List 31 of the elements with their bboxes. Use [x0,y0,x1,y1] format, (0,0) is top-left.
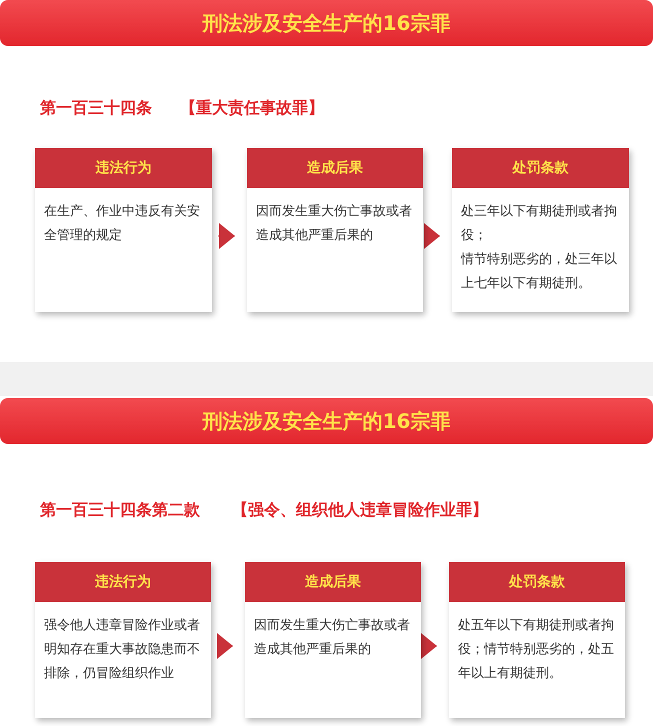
banner-title: 刑法涉及安全生产的16宗罪 [202,408,450,434]
card-text: 处三年以下有期徒刑或者拘役； [461,203,618,245]
card-text: 因而发生重大伤亡事故或者造成其他严重后果的 [254,617,411,659]
info-card [449,562,625,718]
card-text: 强令他人违章冒险作业或者明知存在重大事故隐患而不排除，仍冒险组织作业 [44,617,201,683]
crime-name: 【重大责任事故罪】 [180,98,324,119]
card-text: 处五年以下有期徒刑或者拘役；情节特别恶劣的，处五年以上有期徒刑。 [458,617,615,683]
card-header: 造成后果 [245,562,421,602]
arrow [424,223,440,249]
title-banner [0,398,653,444]
card-text: 在生产、作业中违反有关安全管理的规定 [44,203,201,245]
arrow [218,223,236,249]
info-card [245,562,421,718]
info-card [35,148,212,312]
article-number: 第一百三十四条 [40,98,152,119]
card-header: 造成后果 [247,148,423,188]
card-text: 因而发生重大伤亡事故或者造成其他严重后果的 [256,203,413,245]
info-card [452,148,629,312]
card-header: 处罚条款 [452,148,629,188]
arrow [421,633,438,659]
arrow [216,633,234,659]
card-text: 情节特别恶劣的，处三年以上七年以下有期徒刑。 [461,251,618,293]
crime-name: 【强令、组织他人违章冒险作业罪】 [232,500,488,521]
article-number: 第一百三十四条第二款 [40,500,200,521]
title-banner [0,0,653,46]
card-header: 违法行为 [35,562,211,602]
banner-title: 刑法涉及安全生产的16宗罪 [202,10,450,36]
info-card [35,562,211,718]
info-card [247,148,423,312]
card-header: 违法行为 [35,148,212,188]
card-header: 处罚条款 [449,562,625,602]
